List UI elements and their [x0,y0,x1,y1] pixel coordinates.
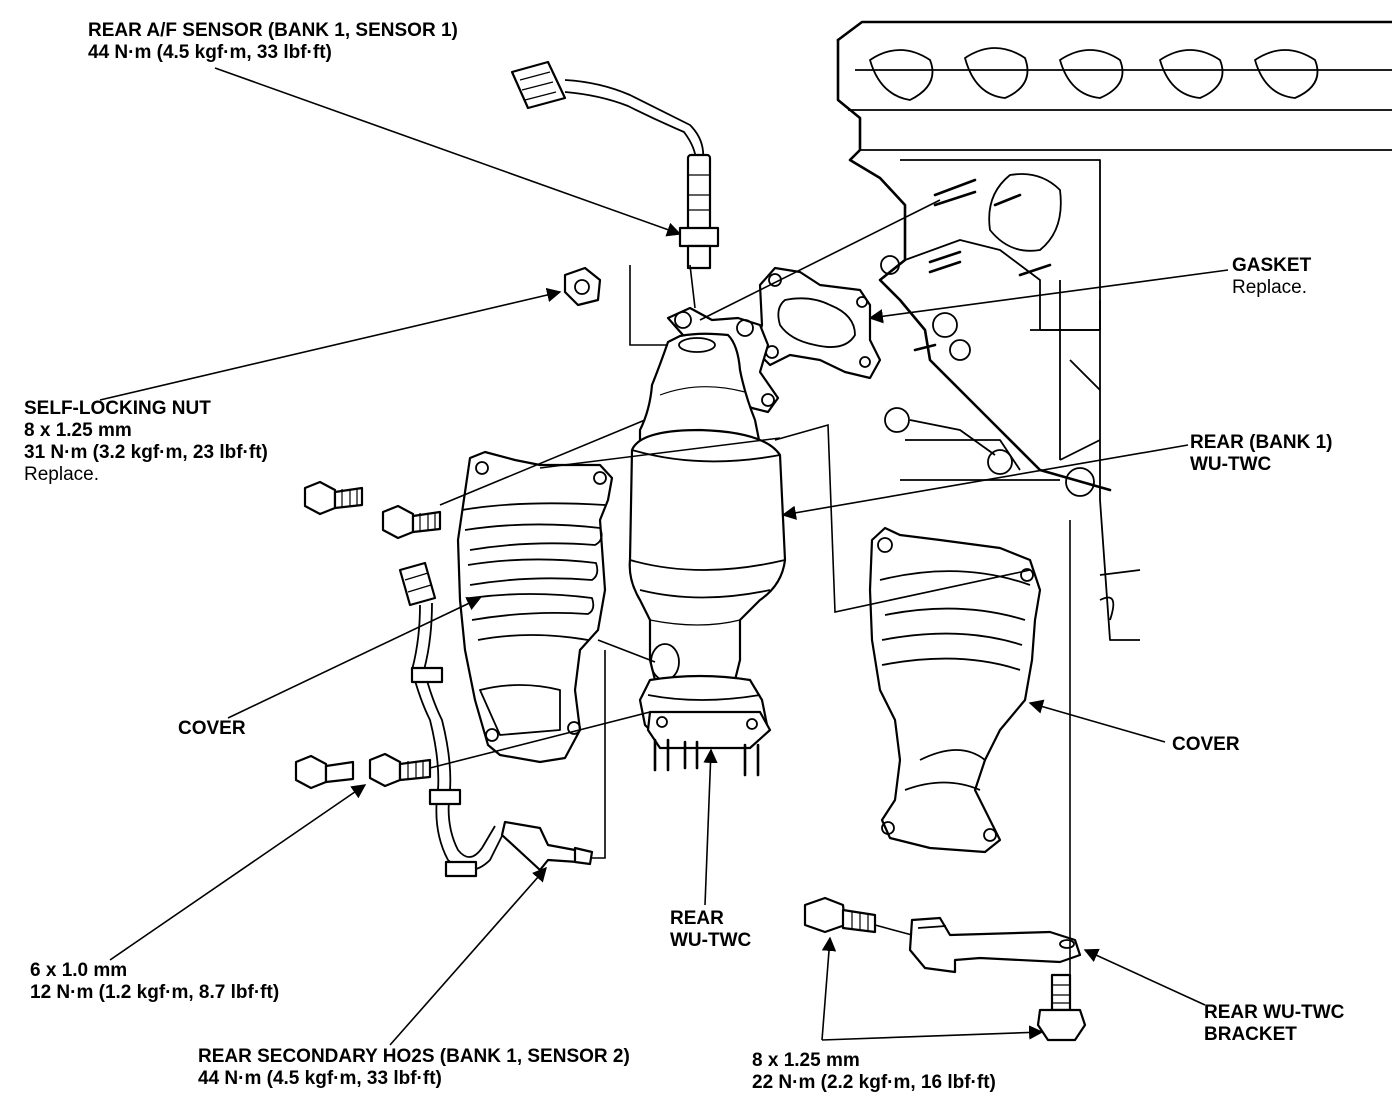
rear-af-sensor-part [510,60,720,270]
bracket-and-bolts [803,896,1087,1042]
label-bolt-6x1: 6 x 1.0 mm 12 N·m (1.2 kgf·m, 8.7 lbf·ft… [30,960,279,1004]
label-cover-right-title: COVER [1172,734,1240,755]
label-self-locking-nut-size: 8 x 1.25 mm [24,420,132,441]
gasket-part [753,266,882,380]
label-rear-wu-twc-line1: REAR [670,908,724,929]
label-bracket-line1: REAR WU-TWC [1204,1002,1345,1023]
label-bolt-8x125: 8 x 1.25 mm 22 N·m (2.2 kgf·m, 16 lbf·ft… [752,1050,996,1094]
label-rear-af-sensor-torque: 44 N·m (4.5 kgf·m, 33 lbf·ft) [88,42,332,63]
label-cover-left: COVER [178,718,246,740]
label-rear-af-sensor: REAR A/F SENSOR (BANK 1, SENSOR 1) 44 N·… [88,20,458,64]
label-rear-wu-twc-bracket: REAR WU-TWC BRACKET [1204,1002,1344,1046]
label-bracket-line2: BRACKET [1204,1024,1297,1045]
label-rear-bank1-wu-twc-line2: WU-TWC [1190,454,1272,475]
label-gasket: GASKET Replace. [1232,255,1311,299]
label-rear-bank1-wu-twc-line1: REAR (BANK 1) [1190,432,1333,453]
wu-twc-part [628,306,787,777]
label-cover-left-title: COVER [178,718,246,739]
label-bolt-6x1-size: 6 x 1.0 mm [30,960,128,981]
label-gasket-note: Replace. [1232,277,1307,298]
cover-bolts [294,480,442,790]
label-ho2s-torque: 44 N·m (4.5 kgf·m, 33 lbf·ft) [198,1068,442,1089]
left-cover-part [456,450,614,764]
self-locking-nut-part [563,266,602,307]
rear-secondary-ho2s-part [398,561,594,878]
label-self-locking-nut-torque: 31 N·m (3.2 kgf·m, 23 lbf·ft) [24,442,268,463]
assembly-guides [429,199,1071,975]
leader-lines [99,67,1229,1046]
label-rear-bank1-wu-twc: REAR (BANK 1) WU-TWC [1190,432,1333,476]
label-self-locking-nut: SELF-LOCKING NUT 8 x 1.25 mm 31 N·m (3.2… [24,398,268,486]
label-ho2s-title: REAR SECONDARY HO2S (BANK 1, SENSOR 2) [198,1046,630,1067]
label-self-locking-nut-title: SELF-LOCKING NUT [24,398,211,419]
label-rear-wu-twc-line2: WU-TWC [670,930,752,951]
engine-block [836,20,1392,641]
label-rear-wu-twc: REAR WU-TWC [670,908,751,952]
label-self-locking-nut-note: Replace. [24,464,99,485]
label-rear-af-sensor-title: REAR A/F SENSOR (BANK 1, SENSOR 1) [88,20,458,41]
label-gasket-title: GASKET [1232,255,1312,276]
label-bolt-6x1-torque: 12 N·m (1.2 kgf·m, 8.7 lbf·ft) [30,982,280,1003]
label-bolt-8x125-size: 8 x 1.25 mm [752,1050,860,1071]
label-rear-secondary-ho2s: REAR SECONDARY HO2S (BANK 1, SENSOR 2) 4… [198,1046,630,1090]
label-bolt-8x125-torque: 22 N·m (2.2 kgf·m, 16 lbf·ft) [752,1072,996,1093]
right-cover-part [868,526,1042,854]
label-cover-right: COVER [1172,734,1240,756]
